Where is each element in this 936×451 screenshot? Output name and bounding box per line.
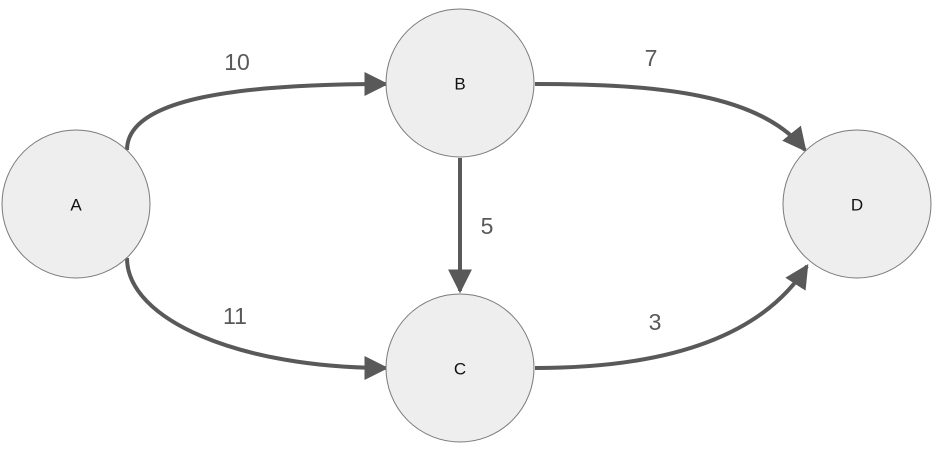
edge-label-a-c: 11 xyxy=(223,303,247,329)
node-d: D xyxy=(782,129,932,279)
node-a-circle xyxy=(1,129,151,279)
edge-c-d xyxy=(534,263,809,370)
node-b-circle xyxy=(385,8,535,158)
edge-label-b-c: 5 xyxy=(481,213,494,239)
edge-label-a-b: 10 xyxy=(224,49,250,75)
node-c-circle xyxy=(385,293,535,443)
node-c: C xyxy=(385,293,535,443)
edge-label-c-d: 3 xyxy=(649,309,662,335)
node-d-circle xyxy=(782,129,932,279)
edge-a-b xyxy=(125,72,389,151)
node-b: B xyxy=(385,8,535,158)
node-d-label: D xyxy=(851,196,863,215)
node-a-label: A xyxy=(70,196,82,215)
node-b-label: B xyxy=(454,75,465,94)
node-a: A xyxy=(1,129,151,279)
edge-label-b-d: 7 xyxy=(645,45,658,71)
edge-a-c xyxy=(125,257,389,380)
node-c-label: C xyxy=(454,360,466,379)
edge-b-d xyxy=(534,82,807,152)
